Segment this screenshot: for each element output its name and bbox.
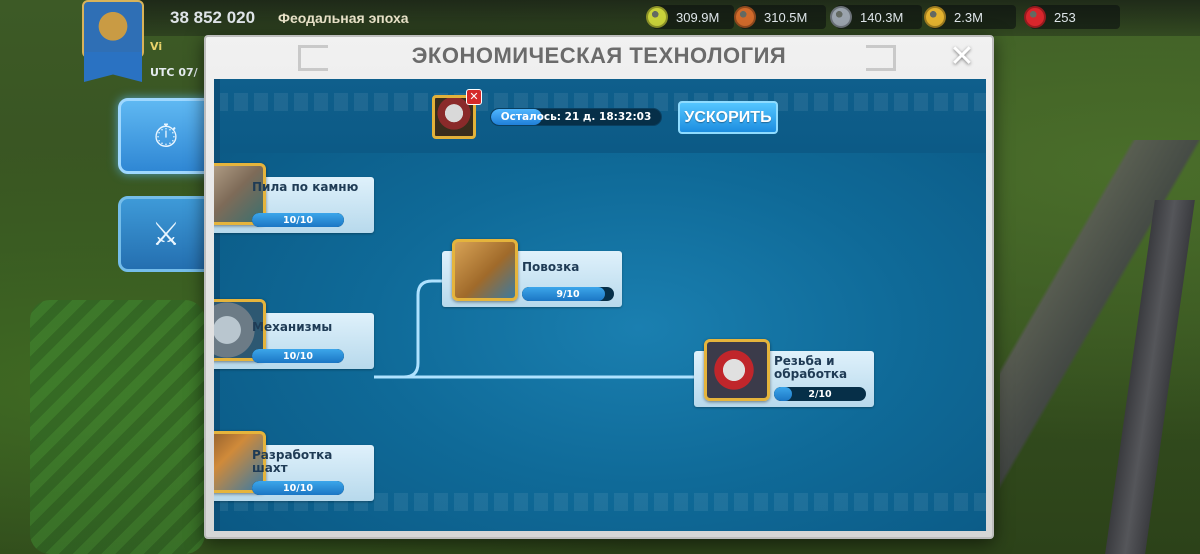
tech-card-stone-saw[interactable]: Пила по камню 10/10	[214, 163, 374, 233]
research-timer-text: Осталось: 21 д. 18:32:03	[500, 111, 652, 123]
meander-border	[214, 493, 986, 511]
greek-ornament-icon	[298, 45, 328, 71]
tech-tree-panel[interactable]: ✕ Осталось: 21 д. 18:32:03 УСКОРИТЬ Пила…	[214, 79, 986, 531]
tech-level-text: 9/10	[556, 288, 580, 300]
connector-line	[374, 279, 450, 379]
tech-level-text: 10/10	[283, 214, 313, 226]
coins-clock-icon: ⏱	[153, 116, 179, 155]
speedup-button[interactable]: УСКОРИТЬ	[678, 101, 778, 134]
era-label: Феодальная эпоха	[278, 10, 409, 26]
tech-level-fill	[252, 349, 344, 363]
cart-icon	[452, 239, 518, 301]
vip-label[interactable]: Vi	[150, 40, 163, 53]
research-timer-fill	[491, 109, 542, 125]
tech-level-fill	[522, 287, 605, 301]
resource-gold[interactable]: 2.3M	[924, 5, 1016, 29]
wood-icon	[734, 6, 756, 28]
utc-time-label: UTC 07/	[150, 66, 198, 79]
tech-level-bar: 2/10	[774, 387, 866, 401]
tech-level-fill	[774, 387, 793, 401]
tech-card-mining[interactable]: Разработка шахт 10/10	[214, 431, 374, 501]
tech-level-bar: 10/10	[252, 349, 344, 363]
resource-value: 309.9M	[676, 9, 720, 25]
tech-tree-connectors	[374, 279, 702, 379]
tab-military-tech[interactable]: ⚔	[118, 196, 214, 272]
tech-name: Механизмы	[252, 320, 333, 334]
greek-ornament-icon	[866, 45, 896, 71]
resource-stone[interactable]: 140.3M	[830, 5, 922, 29]
tech-level-bar: 9/10	[522, 287, 614, 301]
tech-level-fill	[252, 213, 344, 227]
tech-level-text: 10/10	[283, 482, 313, 494]
resource-gems[interactable]: 253	[1024, 5, 1120, 29]
research-timer-bar: Осталось: 21 д. 18:32:03	[490, 108, 662, 126]
power-value: 38 852 020	[170, 8, 256, 27]
gold-icon	[924, 6, 946, 28]
sword-shield-icon: ⚔	[151, 215, 181, 253]
tech-name: Повозка	[522, 260, 580, 274]
cancel-research-button[interactable]: ✕	[466, 89, 482, 105]
stone-icon	[830, 6, 852, 28]
tech-level-text: 10/10	[283, 350, 313, 362]
tech-level-text: 2/10	[808, 388, 832, 400]
resource-value: 140.3M	[860, 9, 904, 25]
carving-tools-icon	[704, 339, 770, 401]
tech-level-bar: 10/10	[252, 213, 344, 227]
tech-level-bar: 10/10	[252, 481, 344, 495]
player-avatar[interactable]	[82, 0, 144, 58]
tech-level-fill	[252, 481, 344, 495]
resource-value: 253	[1054, 9, 1076, 25]
farm-fields	[30, 300, 205, 554]
modal-title: ЭКОНОМИЧЕСКАЯ ТЕХНОЛОГИЯ	[411, 43, 787, 68]
tech-card-cart[interactable]: Повозка 9/10	[442, 239, 622, 307]
tech-name: Резьба и обработка	[774, 354, 848, 381]
tech-name: Разработка шахт	[252, 448, 333, 475]
resource-food[interactable]: 309.9M	[646, 5, 734, 29]
meander-border	[214, 93, 986, 111]
current-research-icon[interactable]	[432, 95, 476, 139]
tech-card-mechanisms[interactable]: Механизмы 10/10	[214, 299, 374, 369]
tech-card-carving[interactable]: Резьба и обработка 2/10	[694, 339, 874, 407]
close-button[interactable]: ✕	[949, 39, 975, 74]
resource-value: 2.3M	[954, 9, 983, 25]
gem-icon	[1024, 6, 1046, 28]
tech-modal: ЭКОНОМИЧЕСКАЯ ТЕХНОЛОГИЯ ✕ ✕ Осталось: 2…	[204, 35, 994, 539]
resource-wood[interactable]: 310.5M	[734, 5, 826, 29]
tab-economic-tech[interactable]: ⏱	[118, 98, 214, 174]
tech-name: Пила по камню	[252, 180, 359, 194]
resource-value: 310.5M	[764, 9, 808, 25]
food-icon	[646, 6, 668, 28]
